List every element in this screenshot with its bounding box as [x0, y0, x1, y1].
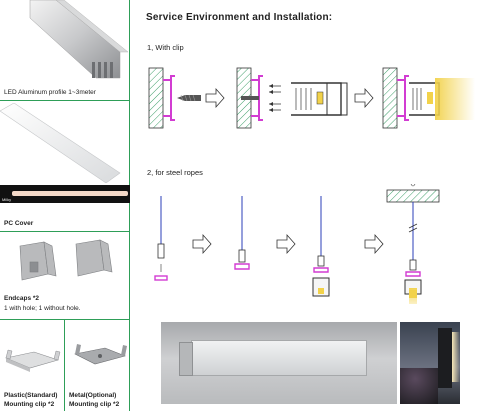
metal-clip-cell: Metal(Optional) Mounting clip *2 — [65, 320, 130, 411]
endcaps-desc: 1 with hole; 1 without hole. — [4, 305, 81, 312]
lamp-post — [438, 328, 452, 388]
arrow-icon — [276, 233, 296, 255]
step2-label: 2, for steel ropes — [147, 168, 203, 177]
metal-clip-image — [74, 344, 127, 365]
arrow-icon — [205, 87, 225, 109]
metal-clip-line2: Mounting clip *2 — [69, 401, 120, 408]
component-list-panel: LED Aluminum profile 1~3meter Milky PC C… — [0, 0, 130, 411]
wall-with-mounted-profile — [382, 67, 475, 129]
wall-with-clip-2 — [236, 67, 263, 129]
aluminum-profile-image — [29, 0, 129, 79]
milky-label: Milky — [2, 197, 12, 202]
step1-label: 1, With clip — [147, 43, 184, 52]
endcaps-cell: Endcaps *2 1 with hole; 1 without hole. — [0, 232, 130, 320]
product-photo — [161, 322, 397, 404]
steel-rope-diagram — [154, 184, 440, 304]
pc-cover-caption: PC Cover — [4, 220, 34, 227]
endcaps-image — [19, 239, 113, 281]
profile-photo-bar — [191, 340, 367, 376]
endcaps-title: Endcaps *2 — [4, 295, 40, 302]
rope-stage-3 — [312, 196, 330, 297]
night-scene-photo — [400, 322, 460, 404]
plastic-clip-image — [4, 349, 61, 372]
lamp-glow — [452, 332, 460, 382]
clip-installation-diagram — [148, 67, 475, 129]
rope-stage-ceiling — [386, 184, 440, 304]
plastic-clip-line2: Mounting clip *2 — [4, 401, 55, 408]
profile-cell: LED Aluminum profile 1~3meter — [0, 0, 130, 101]
metal-clip-line1: Metal(Optional) — [69, 392, 117, 399]
milky-swatch: Milky — [0, 185, 130, 203]
profile-caption: LED Aluminum profile 1~3meter — [4, 89, 96, 96]
profile-section-1 — [269, 82, 348, 116]
wall-with-clip-1 — [148, 67, 201, 129]
rope-stage-1 — [154, 196, 168, 281]
tree-silhouette — [400, 368, 438, 404]
arrow-icon — [192, 233, 212, 255]
rope-stage-2 — [234, 196, 250, 270]
endcap-photo — [179, 342, 193, 376]
pc-cover-image — [0, 103, 121, 183]
arrow-icon — [354, 87, 374, 109]
pc-cover-cell: Milky PC Cover — [0, 101, 130, 232]
installation-panel: Service Environment and Installation: 1,… — [131, 0, 480, 411]
plastic-clip-cell: Plastic(Standard) Mounting clip *2 — [0, 320, 65, 411]
plastic-clip-line1: Plastic(Standard) — [4, 392, 58, 399]
page-title: Service Environment and Installation: — [146, 12, 333, 23]
arrow-icon — [364, 233, 384, 255]
